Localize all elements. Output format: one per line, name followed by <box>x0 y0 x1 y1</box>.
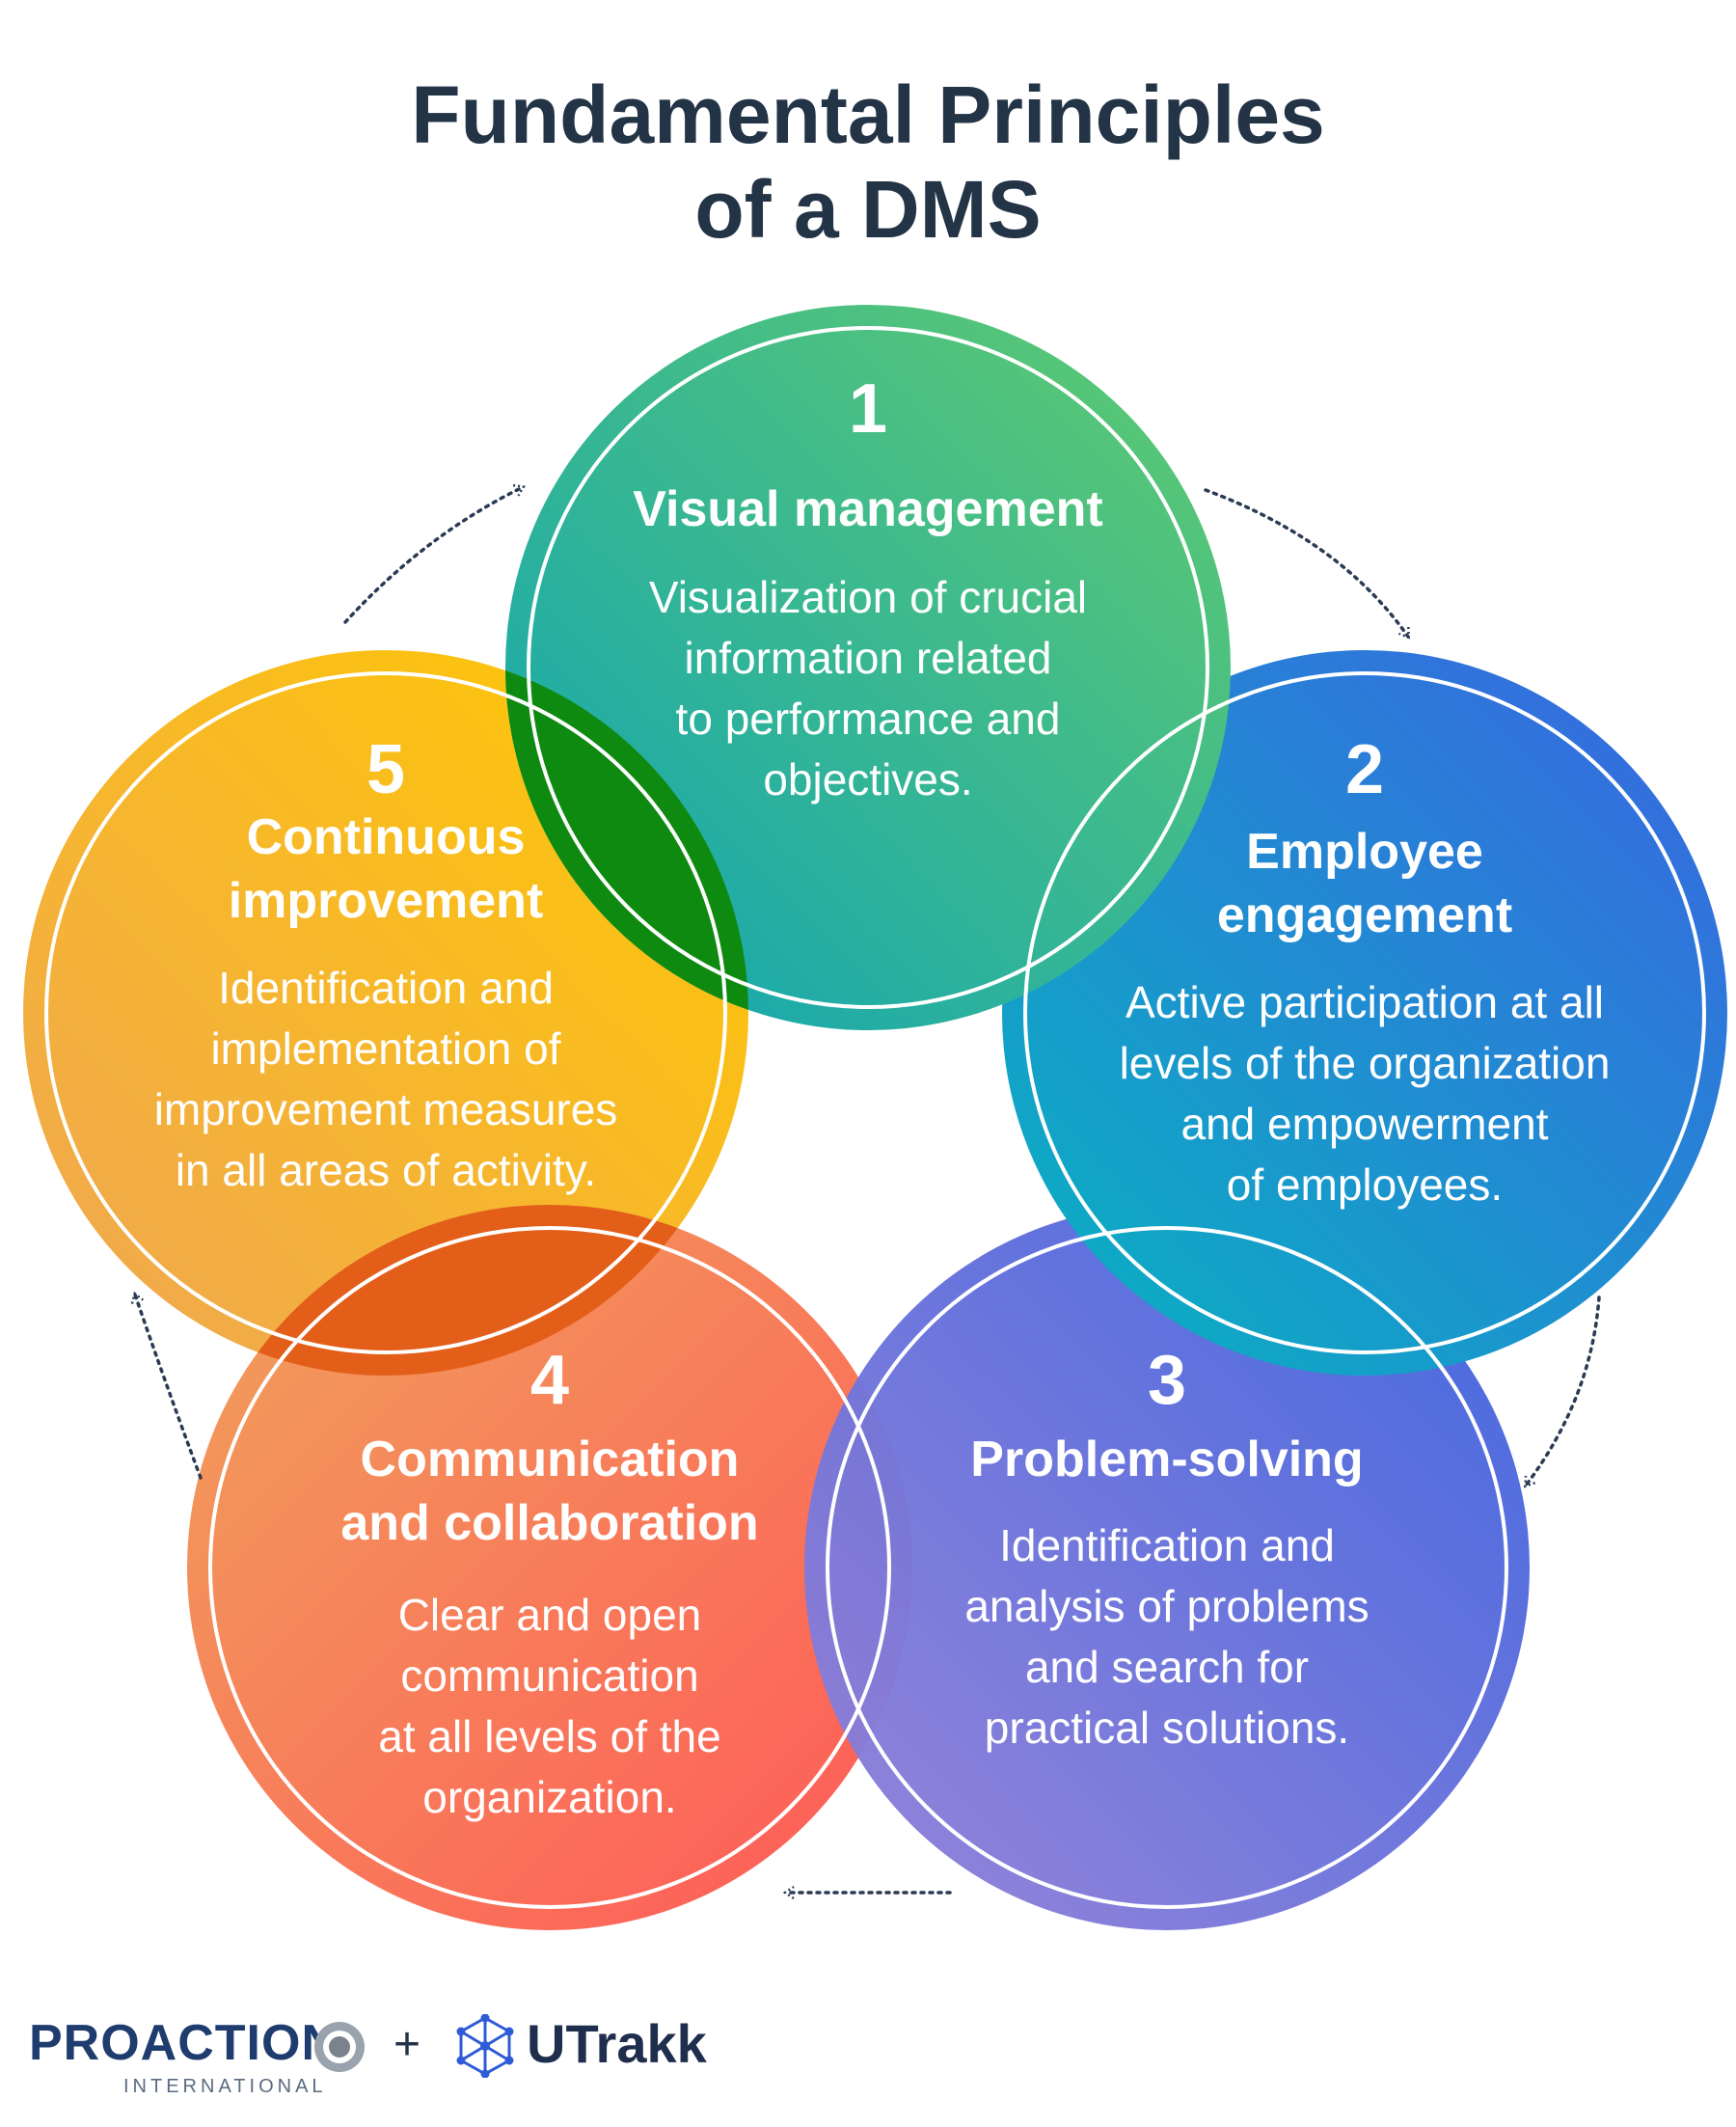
arrow-2-to-3 <box>1526 1295 1601 1486</box>
title-line-2: of a DMS <box>694 164 1042 255</box>
cycle-arrows <box>135 487 1601 1893</box>
principle-heading: Employee <box>1246 824 1483 880</box>
principle-description: to performance and <box>676 694 1061 744</box>
principle-description: analysis of problems <box>964 1581 1369 1631</box>
principle-number: 5 <box>366 731 405 808</box>
proaction-logo-icon <box>314 2022 365 2072</box>
principle-heading: Visual management <box>633 481 1102 537</box>
principle-heading: Continuous <box>247 809 526 865</box>
principle-description: and empowerment <box>1181 1099 1549 1149</box>
utrakk-logo-text: UTrakk <box>527 2013 707 2074</box>
principle-description: Identification and <box>999 1520 1335 1570</box>
principle-number: 2 <box>1345 731 1384 808</box>
principle-description: organization. <box>422 1772 676 1822</box>
principle-description: Identification and <box>218 963 554 1013</box>
principle-heading: Communication <box>361 1432 740 1487</box>
overlap-1-5 <box>505 650 748 1030</box>
arrow-5-to-1 <box>343 487 523 624</box>
principle-description: objectives. <box>763 754 972 804</box>
proaction-logo-text: PROACTION <box>29 2015 339 2071</box>
principle-description: of employees. <box>1227 1159 1503 1210</box>
footer: PROACTION INTERNATIONAL + UTrakk <box>0 2006 1736 2103</box>
principle-description: information related <box>685 633 1052 683</box>
principle-heading: and collaboration <box>340 1495 758 1551</box>
principle-number: 4 <box>530 1342 569 1419</box>
principle-description: at all levels of the <box>378 1711 720 1761</box>
principle-heading: engagement <box>1217 887 1512 943</box>
page-title: Fundamental Principles of a DMS <box>0 68 1736 257</box>
principle-description: Active participation at all <box>1126 977 1604 1027</box>
inner-rings <box>44 326 1706 1909</box>
circle-3 <box>804 1205 1530 1930</box>
principle-description: communication <box>400 1650 698 1701</box>
arrow-4-to-5 <box>135 1295 203 1480</box>
principle-description: and search for <box>1025 1642 1309 1692</box>
principle-number: 1 <box>849 370 887 448</box>
principle-description: Visualization of crucial <box>649 572 1087 622</box>
principle-heading: Problem-solving <box>970 1432 1363 1487</box>
principle-heading: improvement <box>229 873 544 929</box>
circle-4 <box>187 1205 912 1930</box>
arrow-1-to-2 <box>1204 488 1408 637</box>
principle-number: 3 <box>1148 1342 1186 1419</box>
principle-description: improvement measures <box>154 1084 618 1134</box>
title-line-1: Fundamental Principles <box>411 69 1325 160</box>
utrakk-logo-icon <box>456 2014 514 2078</box>
principle-description: implementation of <box>210 1023 560 1074</box>
principle-description: in all areas of activity. <box>176 1145 596 1195</box>
principle-description: practical solutions. <box>985 1703 1349 1753</box>
principle-description: Clear and open <box>398 1590 702 1640</box>
plus-sign: + <box>393 2019 421 2070</box>
principle-description: levels of the organization <box>1120 1038 1611 1088</box>
proaction-subtitle: INTERNATIONAL <box>123 2076 327 2097</box>
